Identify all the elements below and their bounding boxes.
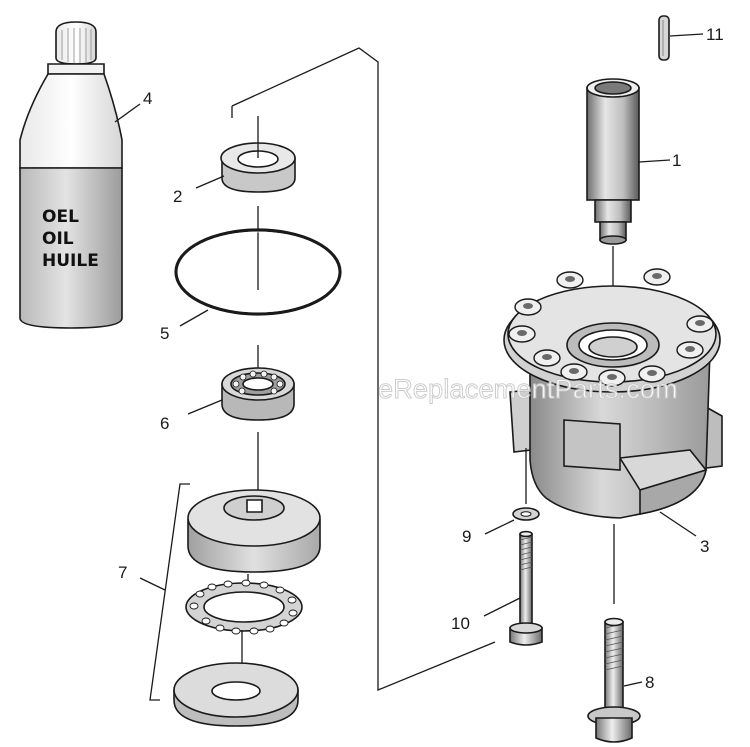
seal-ring (220, 142, 296, 193)
bottle-label-line1: OEL (42, 207, 79, 227)
group-frame-line (231, 47, 496, 691)
leader-line-1 (638, 159, 671, 163)
callout-11: 11 (706, 25, 724, 44)
leader-line-8 (623, 681, 643, 687)
leader-line-4 (114, 103, 141, 123)
thrust-washer (173, 662, 299, 727)
thrust-bearing (185, 579, 303, 635)
thrust-disc (187, 489, 321, 573)
callout-10: 10 (451, 614, 470, 633)
key (658, 15, 670, 61)
leader-line-9 (484, 519, 515, 535)
callout-1: 1 (672, 151, 681, 170)
small-washer (512, 507, 540, 521)
long-bolt (509, 530, 543, 646)
leader-line-5 (179, 309, 209, 327)
callout-8: 8 (645, 673, 654, 692)
callout-9: 9 (462, 527, 471, 546)
oil-bottle: OEL OIL HUILE (19, 21, 123, 329)
bottle-label-line3: HUILE (42, 251, 99, 271)
callout-3: 3 (700, 537, 709, 556)
leader-line-2 (195, 175, 225, 189)
leader-line-10 (483, 597, 521, 617)
bottle-label-line2: OIL (42, 229, 74, 249)
callout-7: 7 (118, 563, 127, 582)
callout-2: 2 (173, 187, 182, 206)
leader-line-6 (187, 399, 223, 415)
leader-line-3 (659, 511, 697, 537)
o-ring (174, 228, 342, 316)
callout-5: 5 (160, 324, 169, 343)
callout-6: 6 (160, 414, 169, 433)
gear-housing (503, 268, 723, 519)
leader-line-11 (669, 33, 704, 37)
watermark: eReplacementParts.com (378, 374, 678, 404)
ball-bearing (221, 367, 295, 421)
flange-bolt (587, 617, 641, 743)
bracket-7 (149, 483, 190, 701)
shaft-sleeve (586, 78, 640, 245)
leader-line-7 (139, 577, 166, 591)
callout-4: 4 (143, 89, 152, 108)
